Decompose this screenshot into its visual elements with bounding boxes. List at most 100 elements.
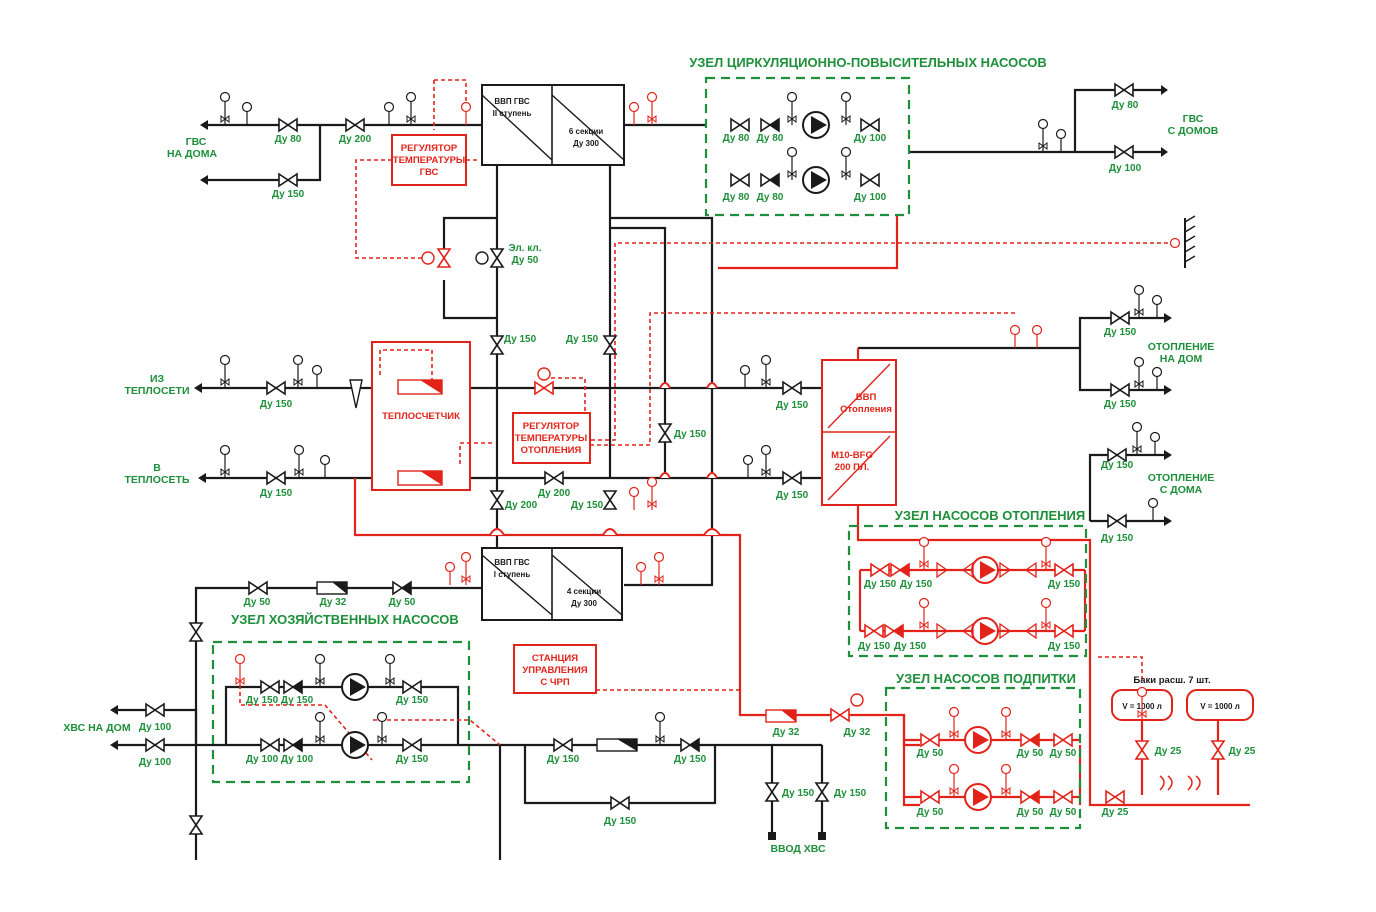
svg-text:М10-BFG: М10-BFG bbox=[831, 450, 873, 461]
svg-text:В: В bbox=[153, 462, 161, 474]
dn-label: Ду 32 bbox=[320, 597, 347, 608]
dn-label: Ду 100 bbox=[139, 722, 172, 733]
svg-text:Ду 300: Ду 300 bbox=[571, 599, 597, 608]
svg-text:ОТОПЛЕНИЯ: ОТОПЛЕНИЯ bbox=[521, 445, 582, 456]
dn-label: Ду 200 bbox=[505, 500, 538, 511]
svg-text:V = 1000 л: V = 1000 л bbox=[1200, 702, 1240, 711]
control-station-box: СТАНЦИЯ УПРАВЛЕНИЯ С ЧРП bbox=[513, 644, 597, 694]
dn-label: Ду 150 bbox=[272, 189, 305, 200]
dn-label: Ду 150 bbox=[674, 429, 707, 440]
dn-label: Ду 80 bbox=[757, 133, 784, 144]
household-group-title: УЗЕЛ ХОЗЯЙСТВЕННЫХ НАСОСОВ bbox=[231, 612, 459, 627]
dn-label: Ду 150 bbox=[1101, 460, 1134, 471]
dn-label: Ду 100 bbox=[1109, 163, 1142, 174]
pipe-ends bbox=[110, 85, 1196, 840]
dn-label: Ду 150 bbox=[566, 334, 599, 345]
dn-label: Ду 25 bbox=[1229, 746, 1256, 757]
makeup-pump-group bbox=[884, 686, 1082, 830]
svg-text:ТЕМПЕРАТУРЫ: ТЕМПЕРАТУРЫ bbox=[393, 155, 465, 166]
dn-label: Ду 80 bbox=[723, 133, 750, 144]
dn-label: Ду 100 bbox=[854, 133, 887, 144]
svg-text:II ступень: II ступень bbox=[493, 109, 532, 118]
svg-text:Ду 50: Ду 50 bbox=[512, 255, 539, 266]
dn-label: Ду 50 bbox=[1017, 748, 1044, 759]
regulator-gvs-box: РЕГУЛЯТОР ТЕМПЕРАТУРЫ ГВС bbox=[391, 134, 467, 186]
pumps bbox=[341, 111, 1037, 811]
dn-label: Ду 150 bbox=[782, 788, 815, 799]
dn-label: Ду 150 bbox=[1101, 533, 1134, 544]
dn-label: Ду 80 bbox=[723, 192, 750, 203]
dn-label: Ду 150 bbox=[834, 788, 867, 799]
dn-label: Ду 150 bbox=[246, 695, 279, 706]
dn-label: Ду 200 bbox=[538, 488, 571, 499]
dn-label: Ду 100 bbox=[246, 754, 279, 765]
dn-label: Ду 150 bbox=[396, 695, 429, 706]
dn-label: Ду 150 bbox=[260, 488, 293, 499]
svg-text:Отопления: Отопления bbox=[840, 404, 892, 415]
svg-text:С ДОМОВ: С ДОМОВ bbox=[1168, 125, 1219, 137]
dn-label: Ду 100 bbox=[281, 754, 314, 765]
svg-text:ХВС НА ДОМ: ХВС НА ДОМ bbox=[63, 722, 130, 734]
svg-text:РЕГУЛЯТОР: РЕГУЛЯТОР bbox=[401, 143, 458, 154]
dn-label: Ду 150 bbox=[504, 334, 537, 345]
red-pipes bbox=[353, 215, 1250, 807]
dn-label: Ду 150 bbox=[547, 754, 580, 765]
dn-label: Ду 150 bbox=[864, 579, 897, 590]
svg-text:4 секции: 4 секции bbox=[567, 587, 601, 596]
regulator-heating-box: РЕГУЛЯТОР ТЕМПЕРАТУРЫ ОТОПЛЕНИЯ bbox=[512, 412, 591, 464]
hx-gvs-2: ВВП ГВС II ступень 6 секции Ду 300 bbox=[481, 84, 625, 166]
dn-label: Ду 150 bbox=[858, 641, 891, 652]
heating-pump-group bbox=[847, 524, 1088, 658]
dn-label: Ду 150 bbox=[776, 490, 809, 501]
svg-text:НА ДОМА: НА ДОМА bbox=[167, 148, 217, 160]
dn-label: Ду 50 bbox=[917, 748, 944, 759]
svg-text:НА ДОМ: НА ДОМ bbox=[1160, 353, 1203, 365]
dn-label: Ду 150 bbox=[776, 400, 809, 411]
dn-label: Ду 50 bbox=[244, 597, 271, 608]
svg-text:СТАНЦИЯ: СТАНЦИЯ bbox=[532, 653, 578, 664]
dn-label: Ду 80 bbox=[757, 192, 784, 203]
heat-meter-box: ТЕПЛОСЧЕТЧИК bbox=[371, 341, 471, 491]
svg-text:ТЕПЛОСЕТЬ: ТЕПЛОСЕТЬ bbox=[124, 474, 189, 486]
household-pump-group bbox=[211, 640, 471, 784]
svg-text:С ЧРП: С ЧРП bbox=[540, 677, 570, 688]
svg-text:ВВП ГВС: ВВП ГВС bbox=[494, 97, 530, 106]
circ-pump-group bbox=[704, 76, 911, 217]
dn-label: Ду 80 bbox=[1112, 100, 1139, 111]
dn-label: Ду 150 bbox=[1104, 399, 1137, 410]
svg-text:Эл. кл.: Эл. кл. bbox=[508, 243, 541, 254]
dn-label: Ду 25 bbox=[1155, 746, 1182, 757]
svg-text:УПРАВЛЕНИЯ: УПРАВЛЕНИЯ bbox=[522, 665, 587, 676]
svg-text:С ДОМА: С ДОМА bbox=[1160, 484, 1203, 496]
dn-label: Ду 150 bbox=[396, 754, 429, 765]
svg-text:I ступень: I ступень bbox=[494, 570, 531, 579]
dn-label: Ду 25 bbox=[1102, 807, 1129, 818]
dn-label: Ду 150 bbox=[1048, 579, 1081, 590]
dn-label: Ду 32 bbox=[844, 727, 871, 738]
nominal-diameter-labels: Ду 80 Ду 200 Ду 150 Ду 80 Ду 80 Ду 100 Ду 80 Ду… bbox=[139, 100, 1256, 827]
valves bbox=[145, 83, 1225, 835]
hx-gvs-1: ВВП ГВС I ступень 4 секции Ду 300 bbox=[481, 547, 623, 621]
svg-text:Баки расш. 7 шт.: Баки расш. 7 шт. bbox=[1133, 675, 1210, 686]
dn-label: Ду 150 bbox=[894, 641, 927, 652]
svg-text:ТЕПЛОСЧЕТЧИК: ТЕПЛОСЧЕТЧИК bbox=[382, 411, 460, 422]
svg-text:РЕГУЛЯТОР: РЕГУЛЯТОР bbox=[523, 421, 580, 432]
svg-text:ГВС: ГВС bbox=[1183, 113, 1204, 125]
svg-text:200 ПЛ.: 200 ПЛ. bbox=[835, 462, 870, 473]
svg-text:ОТОПЛЕНИЕ: ОТОПЛЕНИЕ bbox=[1148, 472, 1215, 484]
dn-label: Ду 150 bbox=[260, 399, 293, 410]
dn-label: Ду 50 bbox=[389, 597, 416, 608]
dn-label: Ду 200 bbox=[339, 134, 372, 145]
expansion-tanks: Баки расш. 7 шт. V = 1000 л V = 1000 л bbox=[1111, 675, 1254, 791]
makeup-group-title: УЗЕЛ НАСОСОВ ПОДПИТКИ bbox=[896, 671, 1076, 686]
svg-text:ОТОПЛЕНИЕ: ОТОПЛЕНИЕ bbox=[1148, 341, 1215, 353]
svg-text:ГВС: ГВС bbox=[186, 136, 207, 148]
endpoint-labels: ГВС НА ДОМА ГВС С ДОМОВ ИЗ ТЕПЛОСЕТИ В Т… bbox=[63, 113, 1218, 855]
control-lines bbox=[239, 79, 1175, 761]
dn-label: Ду 150 bbox=[571, 500, 604, 511]
svg-text:6 секции: 6 секции bbox=[569, 127, 603, 136]
dn-label: Ду 150 bbox=[674, 754, 707, 765]
dn-label: Ду 80 bbox=[275, 134, 302, 145]
dn-label: Ду 150 bbox=[1048, 641, 1081, 652]
